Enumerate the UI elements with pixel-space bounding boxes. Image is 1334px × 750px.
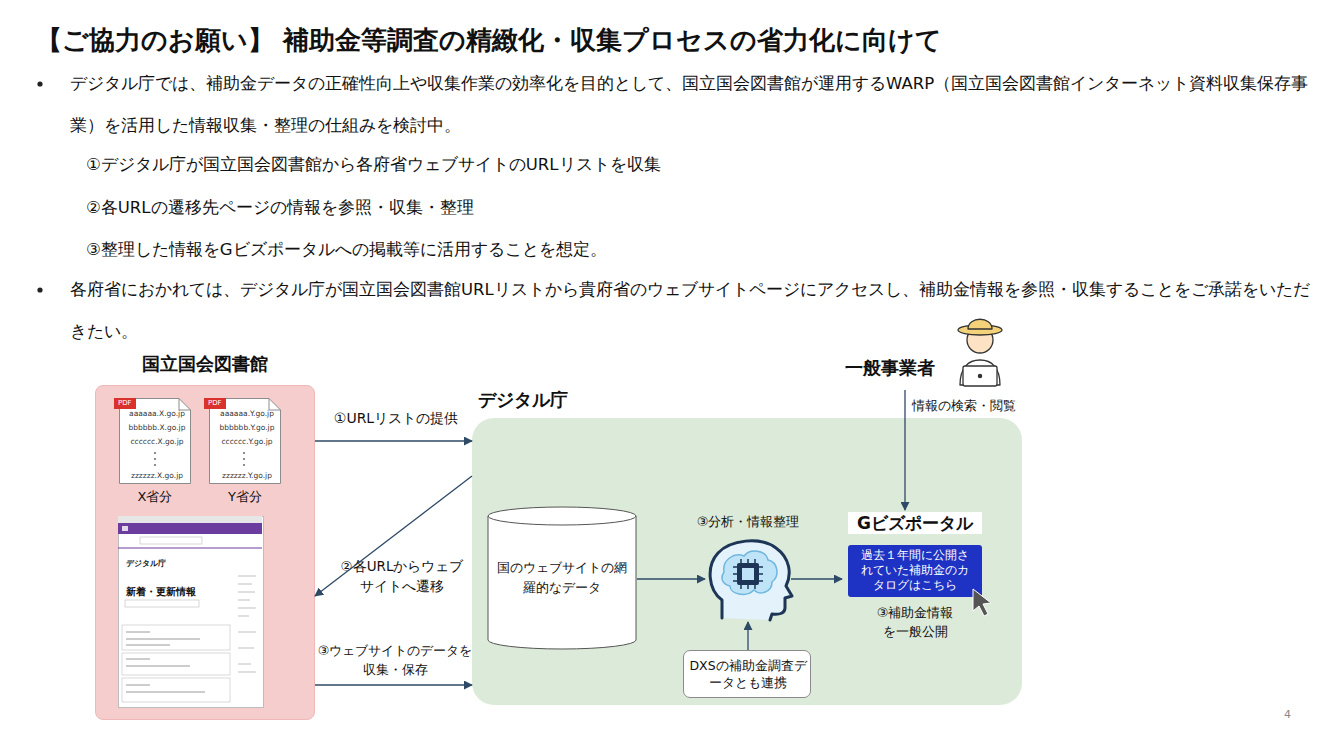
flow-arrow bbox=[315, 684, 472, 685]
agency-region-text: デジタル庁 bbox=[478, 388, 678, 412]
analysis-icon-text: ③分析・情報整理 bbox=[675, 513, 821, 531]
slide-title: 【ご協力のお願い】 補助金等調査の精緻化・収集プロセスの省力化に向けて bbox=[36, 24, 1316, 56]
sub-item: ③整理した情報をGビズポータルへの掲載等に活用することを想定。 bbox=[86, 229, 1286, 271]
arrow-label: ③ウェブサイトのデータを収集・保存 bbox=[314, 641, 476, 679]
business-user-text: 一般事業者 bbox=[845, 356, 957, 380]
url-list-document: PDFaaaaaa.X.go.jpbbbbbb.X.go.jpcccccc.X.… bbox=[119, 398, 191, 484]
url-list-document-text: X省分 bbox=[109, 488, 201, 505]
analysis-icon: ③分析・情報整理 bbox=[705, 540, 791, 622]
url-list-document-text: Y省分 bbox=[199, 488, 291, 505]
flow-arrow bbox=[315, 476, 472, 596]
bullet-text: 各府省におかれては、デジタル庁が国立国会図書館URLリストから貴府省のウェブサイ… bbox=[70, 269, 1325, 353]
sub-item: ②各URLの遷移先ページの情報を参照・収集・整理 bbox=[86, 187, 1286, 229]
screenshot-detail bbox=[118, 516, 262, 702]
url-list-document-text: bbbbbb.Y.go.jp bbox=[215, 423, 279, 433]
url-list-document-text: cccccc.Y.go.jp bbox=[215, 437, 279, 447]
url-list-document-text: zzzzzz.Y.go.jp bbox=[215, 471, 279, 481]
bullet-text: デジタル庁では、補助金データの正確性向上や収集作業の効率化を目的として、国立国会… bbox=[70, 63, 1325, 147]
cylinder-outline bbox=[487, 506, 637, 650]
agency-region: デジタル庁国のウェブサイトの網羅的なデータ③分析・情報整理Gビズポータル③補助金… bbox=[472, 418, 1022, 705]
flow-arrow bbox=[747, 622, 748, 650]
catalog-button-text: 過去１年間に公開されていた補助金のカタログはこちら bbox=[859, 548, 971, 593]
database-cylinder: 国のウェブサイトの網羅的なデータ bbox=[487, 506, 637, 650]
bullet-mark bbox=[37, 81, 42, 86]
library-region: 国立国会図書館PDFaaaaaa.X.go.jpbbbbbb.X.go.jpcc… bbox=[95, 385, 315, 720]
person-icon bbox=[958, 319, 1002, 386]
arrow-label: ②各URLからウェブサイトへ遷移 bbox=[336, 556, 468, 596]
sub-item: ①デジタル庁が国立国会図書館から各府省ウェブサイトのURLリストを収集 bbox=[86, 144, 1286, 186]
library-region-text: 国立国会図書館 bbox=[96, 352, 314, 376]
url-list-document-text: PDF bbox=[204, 398, 226, 409]
url-list-document-text: bbbbbb.X.go.jp bbox=[125, 423, 189, 433]
bullet-mark bbox=[37, 287, 42, 292]
cursor-icon bbox=[973, 589, 991, 616]
url-list-document: PDFaaaaaa.Y.go.jpbbbbbb.Y.go.jpcccccc.Y.… bbox=[209, 398, 281, 484]
ellipsis-dots bbox=[154, 452, 245, 466]
data-box-text: DXSの補助金調査データとも連携 bbox=[688, 657, 808, 691]
catalog-button: 過去１年間に公開されていた補助金のカタログはこちら bbox=[848, 545, 982, 597]
url-list-document-text: zzzzzz.X.go.jp bbox=[125, 471, 189, 481]
portal-area-text: Gビズポータル bbox=[848, 512, 982, 534]
portal-area-text: ③補助金情報を一般公開 bbox=[873, 603, 957, 641]
website-screenshot-text: デジタル庁 bbox=[126, 559, 236, 569]
flow-arrow bbox=[637, 578, 705, 579]
arrow-label: 情報の検索・閲覧 bbox=[912, 397, 1042, 415]
arrow-label: ①URLリストの提供 bbox=[318, 408, 474, 428]
flow-arrow bbox=[315, 440, 472, 441]
website-screenshot: デジタル庁新着・更新情報 bbox=[118, 516, 264, 708]
database-cylinder-text: 国のウェブサイトの網羅的なデータ bbox=[497, 558, 627, 598]
url-list-document-text: PDF bbox=[114, 398, 136, 409]
url-list-document-text: aaaaaa.X.go.jp bbox=[125, 409, 189, 419]
brain-icon bbox=[710, 541, 792, 620]
data-box: DXSの補助金調査データとも連携 bbox=[683, 650, 811, 698]
business-user: 一般事業者 bbox=[840, 312, 1010, 390]
flow-arrow bbox=[904, 390, 905, 510]
portal-area: Gビズポータル ③補助金情報を一般公開 過去１年間に公開されていた補助金のカタログは… bbox=[842, 510, 988, 640]
page-number: 4 bbox=[1284, 707, 1304, 722]
url-list-document-text: aaaaaa.Y.go.jp bbox=[215, 409, 279, 419]
flow-arrow bbox=[791, 578, 842, 579]
website-screenshot-text: 新着・更新情報 bbox=[126, 585, 236, 598]
url-list-document-text: cccccc.X.go.jp bbox=[125, 437, 189, 447]
